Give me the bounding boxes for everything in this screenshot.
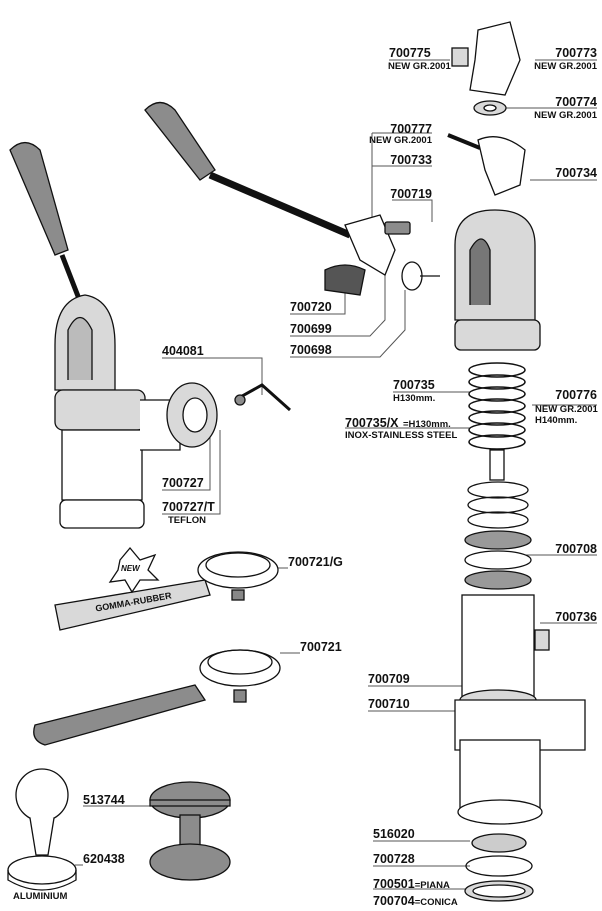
note-aluminium: ALUMINIUM bbox=[13, 891, 68, 902]
label-700698: 700698 bbox=[290, 343, 332, 357]
label-700728: 700728 bbox=[373, 852, 415, 866]
label-700710: 700710 bbox=[368, 697, 410, 711]
label-700708: 700708 bbox=[555, 542, 597, 556]
label-700501: 700501=PIANA bbox=[373, 876, 450, 892]
label-700727t: 700727/T bbox=[162, 500, 215, 514]
portafilter-rubber bbox=[54, 546, 279, 631]
top-parts bbox=[447, 21, 526, 196]
note-700777: NEW GR.2001 bbox=[369, 135, 432, 146]
assembled-group-left bbox=[9, 141, 291, 529]
code-700501: 700501 bbox=[373, 877, 415, 891]
label-700773: 700773 bbox=[555, 46, 597, 60]
label-513744: 513744 bbox=[83, 793, 125, 807]
lever-arm-middle bbox=[144, 101, 440, 296]
label-700709: 700709 bbox=[368, 672, 410, 686]
label-700735: 700735 bbox=[393, 378, 435, 392]
note-700773: NEW GR.2001 bbox=[534, 61, 597, 72]
piston-seals bbox=[464, 481, 532, 590]
label-700735x: 700735/X =H130mm. bbox=[345, 415, 451, 431]
label-700734: 700734 bbox=[555, 166, 597, 180]
label-700699: 700699 bbox=[290, 322, 332, 336]
label-620438: 620438 bbox=[83, 852, 125, 866]
label-404081: 404081 bbox=[162, 344, 204, 358]
label-700727: 700727 bbox=[162, 476, 204, 490]
code-700704: 700704 bbox=[373, 894, 415, 908]
code-700735x: 700735/X bbox=[345, 416, 399, 430]
label-700776: 700776 bbox=[555, 388, 597, 402]
suffix-700704: =CONICA bbox=[414, 897, 458, 908]
new-badge: NEW bbox=[121, 564, 140, 573]
label-700719: 700719 bbox=[390, 187, 432, 201]
label-700720: 700720 bbox=[290, 300, 332, 314]
suffix-700735x: =H130mm. bbox=[402, 419, 451, 430]
label-700721g: 700721/G bbox=[288, 555, 343, 569]
label-700736: 700736 bbox=[555, 610, 597, 624]
lever-handle-left bbox=[9, 141, 69, 256]
note-700776: NEW GR.2001 bbox=[535, 404, 598, 415]
tamper-double bbox=[149, 781, 231, 881]
note-700775: NEW GR.2001 bbox=[388, 61, 451, 72]
portafilter-standard bbox=[33, 649, 281, 746]
tamper-aluminium bbox=[7, 768, 77, 891]
label-700774: 700774 bbox=[555, 95, 597, 109]
spring bbox=[468, 362, 526, 450]
note-700735: H130mm. bbox=[393, 393, 436, 404]
label-700733: 700733 bbox=[390, 153, 432, 167]
label-700777: 700777 bbox=[390, 122, 432, 136]
group-column-right bbox=[454, 209, 586, 902]
note-700774: NEW GR.2001 bbox=[534, 110, 597, 121]
note-700727t: TEFLON bbox=[168, 515, 206, 526]
label-700721: 700721 bbox=[300, 640, 342, 654]
note-700735x: INOX-STAINLESS STEEL bbox=[345, 430, 458, 441]
suffix-700501: =PIANA bbox=[414, 880, 450, 891]
label-700775: 700775 bbox=[389, 46, 431, 60]
label-700704: 700704=CONICA bbox=[373, 893, 458, 909]
label-516020: 516020 bbox=[373, 827, 415, 841]
note2-700776: H140mm. bbox=[535, 415, 578, 426]
